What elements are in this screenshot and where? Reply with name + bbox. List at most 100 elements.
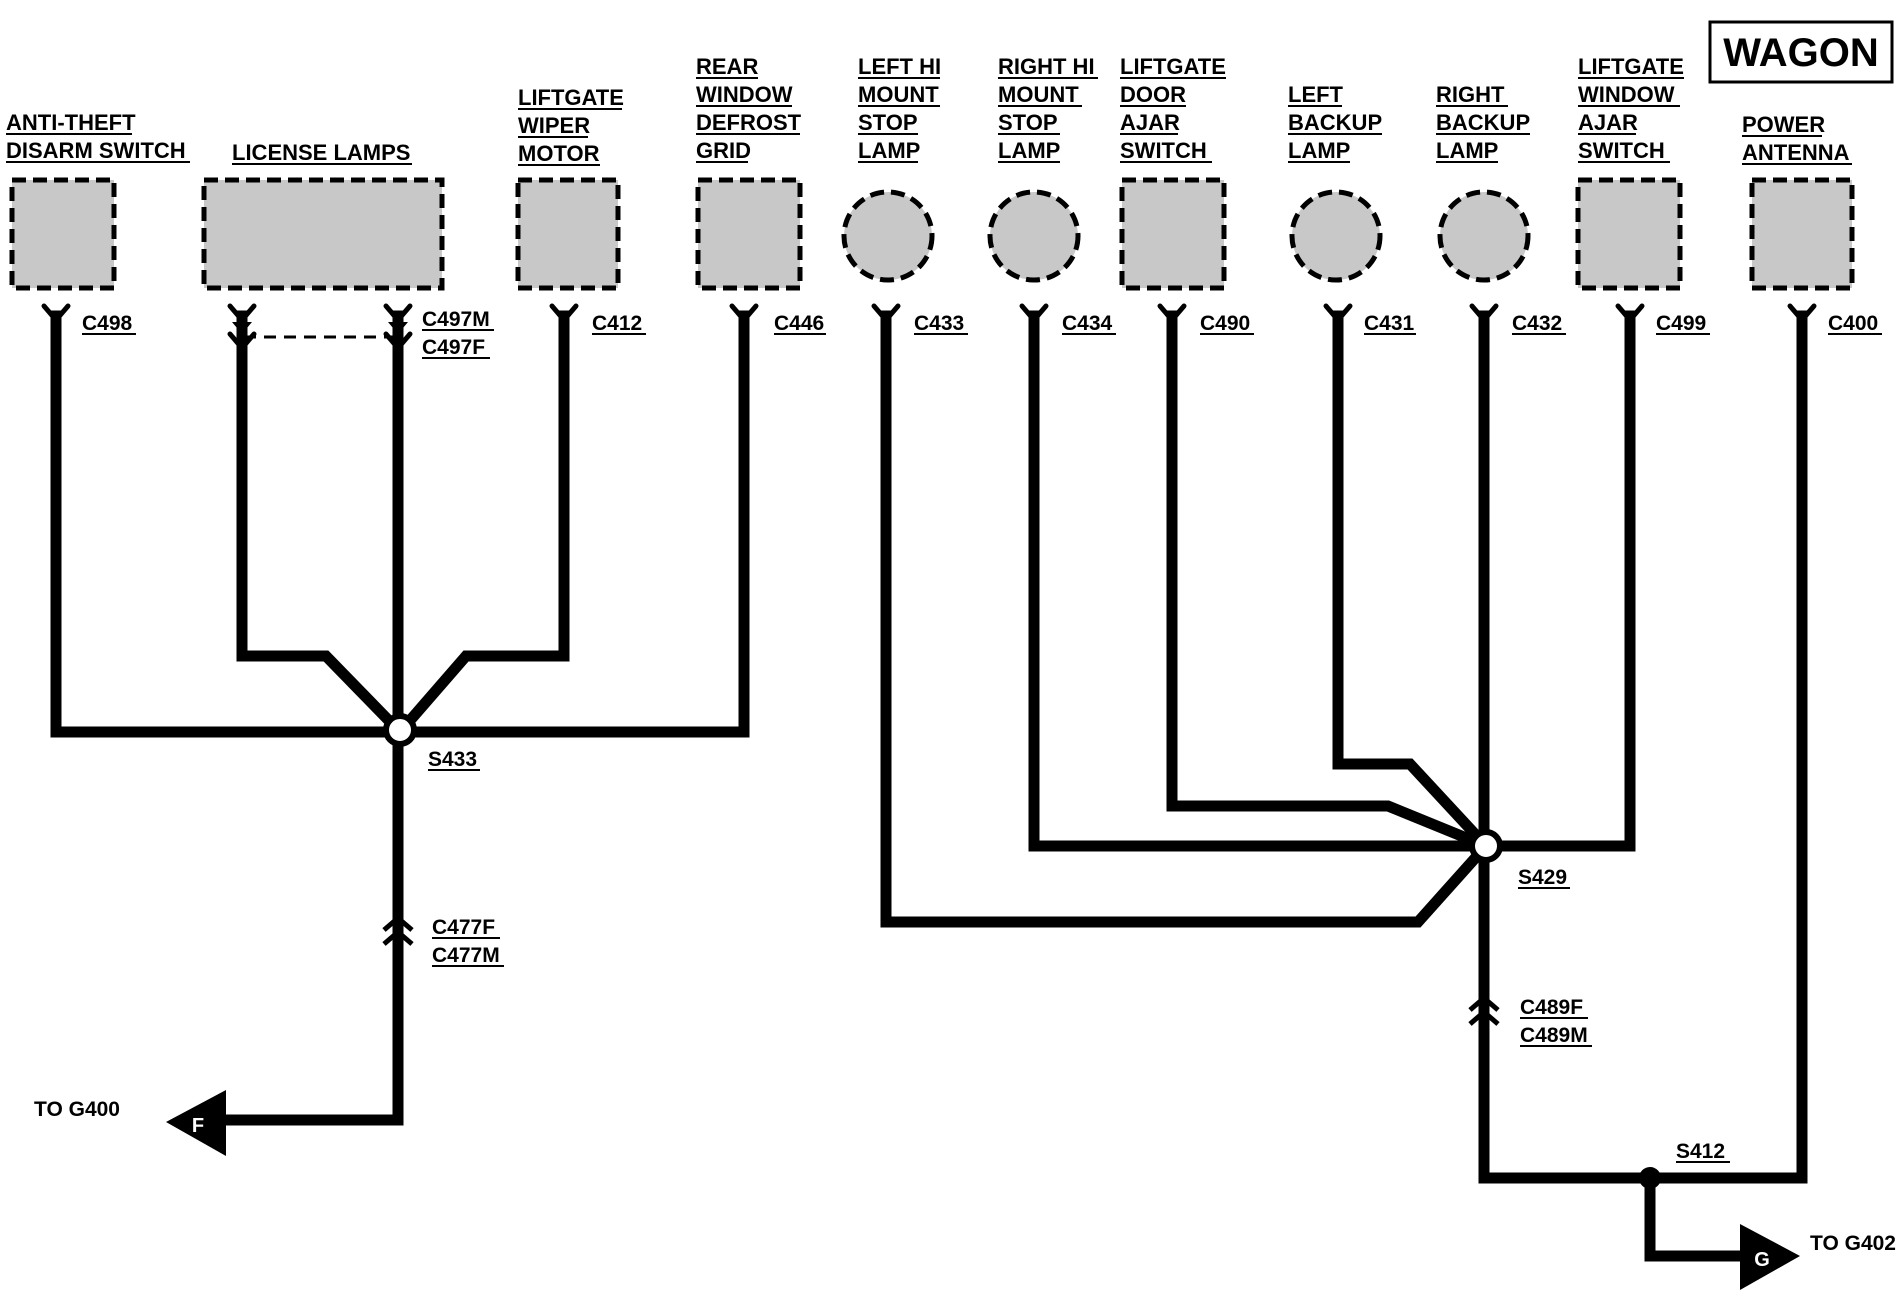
wagon-title-box: WAGON — [1708, 20, 1894, 84]
svg-text:ANTENNA: ANTENNA — [1742, 140, 1850, 165]
diagram-title: WAGON — [1723, 31, 1879, 75]
svg-text:AJAR: AJAR — [1578, 110, 1638, 135]
liftgate-window-ajar-switch — [1575, 177, 1683, 291]
svg-text:LIFTGATE: LIFTGATE — [1578, 54, 1684, 79]
rear-window-defrost-grid — [695, 177, 803, 291]
connector-c497m: C497M — [422, 308, 490, 331]
wire-c499 — [1480, 310, 1636, 852]
svg-text:BACKUP: BACKUP — [1288, 110, 1382, 135]
wire-c433 — [880, 310, 1494, 928]
svg-text:DEFROST: DEFROST — [696, 110, 802, 135]
svg-text:MOUNT: MOUNT — [858, 82, 939, 107]
svg-text:MOUNT: MOUNT — [998, 82, 1079, 107]
wire-c498 — [50, 310, 406, 738]
ground-g400-label: TO G400 — [34, 1098, 120, 1121]
connector-c490: C490 — [1200, 312, 1250, 335]
svg-text:AJAR: AJAR — [1120, 110, 1180, 135]
connector-c498: C498 — [82, 312, 133, 335]
splice-s433-label: S433 — [428, 748, 477, 771]
connector-c400: C400 — [1828, 312, 1878, 335]
license-lamps-label: LICENSE LAMPS — [232, 140, 412, 165]
svg-text:SWITCH: SWITCH — [1120, 138, 1207, 163]
liftgate-wiper-motor-label: LIFTGATE WIPER MOTOR — [518, 85, 624, 166]
inline-connector-c477f: C477F — [432, 916, 495, 939]
svg-text:LIFTGATE: LIFTGATE — [518, 85, 624, 110]
wire-license-left — [236, 310, 408, 740]
svg-text:LICENSE LAMPS: LICENSE LAMPS — [232, 140, 410, 165]
wire-c434 — [1028, 310, 1492, 852]
liftgate-door-ajar-switch — [1119, 177, 1227, 291]
inline-connector-c489m: C489M — [1520, 1024, 1588, 1047]
left-hi-mount-stop-lamp — [841, 189, 935, 283]
connector-c497f: C497F — [422, 336, 485, 359]
svg-text:LAMP: LAMP — [1288, 138, 1350, 163]
anti-theft-label: ANTI-THEFT DISARM SWITCH — [6, 110, 190, 163]
right-hi-mount-stop-lamp — [987, 189, 1081, 283]
ground-g400-arrow — [166, 1090, 226, 1156]
splice-s429-label: S429 — [1518, 866, 1567, 889]
svg-text:RIGHT: RIGHT — [1436, 82, 1505, 107]
connector-c412: C412 — [592, 312, 642, 335]
svg-text:LAMP: LAMP — [998, 138, 1060, 163]
svg-text:DISARM SWITCH: DISARM SWITCH — [6, 138, 186, 163]
svg-text:LAMP: LAMP — [858, 138, 920, 163]
svg-text:WINDOW: WINDOW — [1578, 82, 1675, 107]
connector-c499: C499 — [1656, 312, 1706, 335]
svg-text:RIGHT HI: RIGHT HI — [998, 54, 1095, 79]
left-backup-lamp-label: LEFT BACKUP LAMP — [1288, 82, 1382, 163]
wire-s433-g400 — [206, 726, 404, 1126]
svg-text:LAMP: LAMP — [1436, 138, 1498, 163]
connector-c431: C431 — [1364, 312, 1415, 335]
left-backup-lamp — [1289, 189, 1383, 283]
anti-theft-disarm-switch — [9, 177, 117, 291]
splice-s412-dot — [1639, 1167, 1661, 1189]
svg-text:WIPER: WIPER — [518, 113, 590, 138]
right-backup-lamp — [1437, 189, 1531, 283]
liftgate-door-ajar-switch-label: LIFTGATE DOOR AJAR SWITCH — [1120, 54, 1226, 163]
connector-symbols — [41, 303, 1817, 352]
wire-c412 — [392, 310, 570, 740]
license-lamp-arrow-left — [232, 322, 252, 334]
svg-text:SWITCH: SWITCH — [1578, 138, 1665, 163]
right-hi-mount-stop-lamp-label: RIGHT HI MOUNT STOP LAMP — [998, 54, 1098, 163]
connector-labels: C498 C497M C497F C412 C446 C433 C434 C49… — [82, 308, 1882, 1047]
right-backup-lamp-label: RIGHT BACKUP LAMP — [1436, 82, 1530, 163]
ground-g402-arrow — [1740, 1224, 1800, 1290]
splice-s429-dot — [1469, 829, 1503, 863]
wire-c446 — [394, 310, 750, 738]
inline-connector-c477-symbol — [382, 914, 414, 946]
svg-text:WINDOW: WINDOW — [696, 82, 793, 107]
svg-text:STOP: STOP — [858, 110, 918, 135]
liftgate-wiper-motor — [515, 177, 621, 291]
svg-text:GRID: GRID — [696, 138, 751, 163]
inline-connector-c477m: C477M — [432, 944, 500, 967]
splice-s412-label: S412 — [1676, 1140, 1725, 1163]
ground-g400-letter: F — [192, 1115, 204, 1137]
connector-c433: C433 — [914, 312, 964, 335]
svg-text:MOTOR: MOTOR — [518, 141, 600, 166]
svg-text:DOOR: DOOR — [1120, 82, 1186, 107]
ground-g402-letter: G — [1754, 1249, 1770, 1271]
power-antenna — [1749, 177, 1855, 291]
connector-c434: C434 — [1062, 312, 1113, 335]
inline-connector-c489f: C489F — [1520, 996, 1583, 1019]
rear-window-defrost-grid-label: REAR WINDOW DEFROST GRID — [696, 54, 802, 163]
ground-g400: F TO G400 — [34, 1090, 226, 1156]
svg-text:REAR: REAR — [696, 54, 758, 79]
svg-text:LEFT: LEFT — [1288, 82, 1344, 107]
svg-text:LIFTGATE: LIFTGATE — [1120, 54, 1226, 79]
wire-c400 — [1644, 310, 1808, 1184]
wire-c490 — [1166, 310, 1494, 854]
wire-c431 — [1332, 310, 1494, 854]
left-hi-mount-stop-lamp-label: LEFT HI MOUNT STOP LAMP — [858, 54, 941, 163]
wires — [50, 310, 1808, 1262]
splice-s433-dot — [383, 713, 417, 747]
svg-text:LEFT HI: LEFT HI — [858, 54, 941, 79]
connector-c446: C446 — [774, 312, 824, 335]
wire-s412-g402 — [1644, 1172, 1758, 1262]
svg-text:BACKUP: BACKUP — [1436, 110, 1530, 135]
svg-text:STOP: STOP — [998, 110, 1058, 135]
svg-text:POWER: POWER — [1742, 112, 1825, 137]
liftgate-window-ajar-switch-label: LIFTGATE WINDOW AJAR SWITCH — [1578, 54, 1684, 163]
ground-g402-label: TO G402 — [1810, 1232, 1896, 1255]
